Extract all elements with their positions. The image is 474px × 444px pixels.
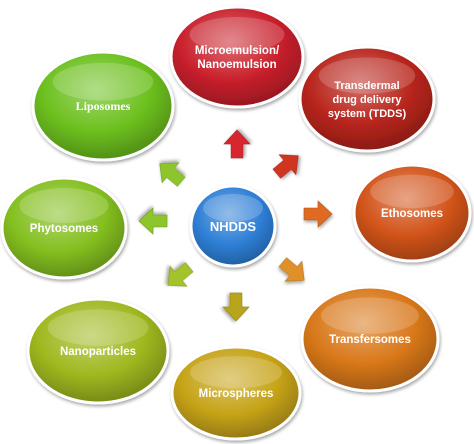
node-microspheres-gloss: [189, 356, 283, 389]
node-liposomes-ellipse: [31, 50, 175, 162]
node-ethosomes-ellipse: [352, 163, 472, 263]
node-phytosomes-ellipse: [0, 176, 128, 280]
arrow-phytosomes: [138, 207, 168, 235]
node-phytosomes-label-line: Phytosomes: [30, 223, 98, 235]
node-tdds-label-line: system (TDDS): [328, 108, 407, 120]
arrow-microspheres: [222, 292, 250, 322]
node-microspheres-label-line: Microspheres: [199, 388, 274, 400]
node-tdds: Transdermal drug delivery system (TDDS): [298, 45, 436, 153]
node-microspheres: Microspheres: [170, 345, 302, 441]
node-phytosomes: Phytosomes: [0, 176, 128, 280]
node-liposomes-label-line: Liposomes: [76, 99, 131, 113]
node-microemulsion-gloss: [189, 17, 285, 52]
center-node-label: NHDDS: [210, 219, 257, 234]
arrow-transfersomes: [278, 257, 305, 282]
node-ethosomes-label-line: Ethosomes: [381, 208, 443, 220]
node-ethosomes: Ethosomes: [352, 163, 472, 263]
arrow-liposomes: [159, 162, 186, 187]
arrow-tdds: [272, 154, 299, 179]
node-microemulsion: Microemulsion/Nanoemulsion: [169, 5, 305, 109]
node-nanoparticles-gloss: [47, 309, 149, 346]
node-transfersomes-gloss: [321, 297, 419, 334]
node-phytosomes-gloss: [19, 188, 109, 223]
arrow-ethosomes: [303, 200, 333, 228]
node-microemulsion-label-line: Microemulsion/: [195, 45, 280, 57]
center-node-ellipse: [189, 184, 277, 268]
node-transfersomes-label-line: Transfersomes: [329, 334, 411, 346]
node-tdds-ellipse: [298, 45, 436, 153]
arrow-microemulsion: [223, 129, 251, 159]
node-tdds-label-line: drug delivery: [332, 94, 402, 106]
node-ethosomes-gloss: [370, 174, 454, 209]
center-node: NHDDS: [189, 184, 277, 268]
node-nanoparticles: Nanoparticles: [26, 297, 170, 405]
node-nanoparticles-label-line: Nanoparticles: [60, 346, 136, 358]
node-liposomes-gloss: [52, 62, 154, 101]
node-transfersomes-ellipse: [300, 285, 440, 393]
node-transfersomes: Transfersomes: [300, 285, 440, 393]
arrow-nanoparticles: [167, 262, 194, 287]
node-nanoparticles-ellipse: [26, 297, 170, 405]
node-microemulsion-label-line: Nanoemulsion: [197, 59, 276, 71]
node-tdds-label-line: Transdermal: [334, 80, 399, 92]
center-node-gloss: [203, 194, 263, 222]
node-liposomes: Liposomes: [31, 50, 175, 162]
node-microemulsion-ellipse: [169, 5, 305, 109]
arrows-layer: [138, 129, 333, 322]
node-microspheres-ellipse: [170, 345, 302, 441]
node-tdds-gloss: [318, 57, 416, 94]
